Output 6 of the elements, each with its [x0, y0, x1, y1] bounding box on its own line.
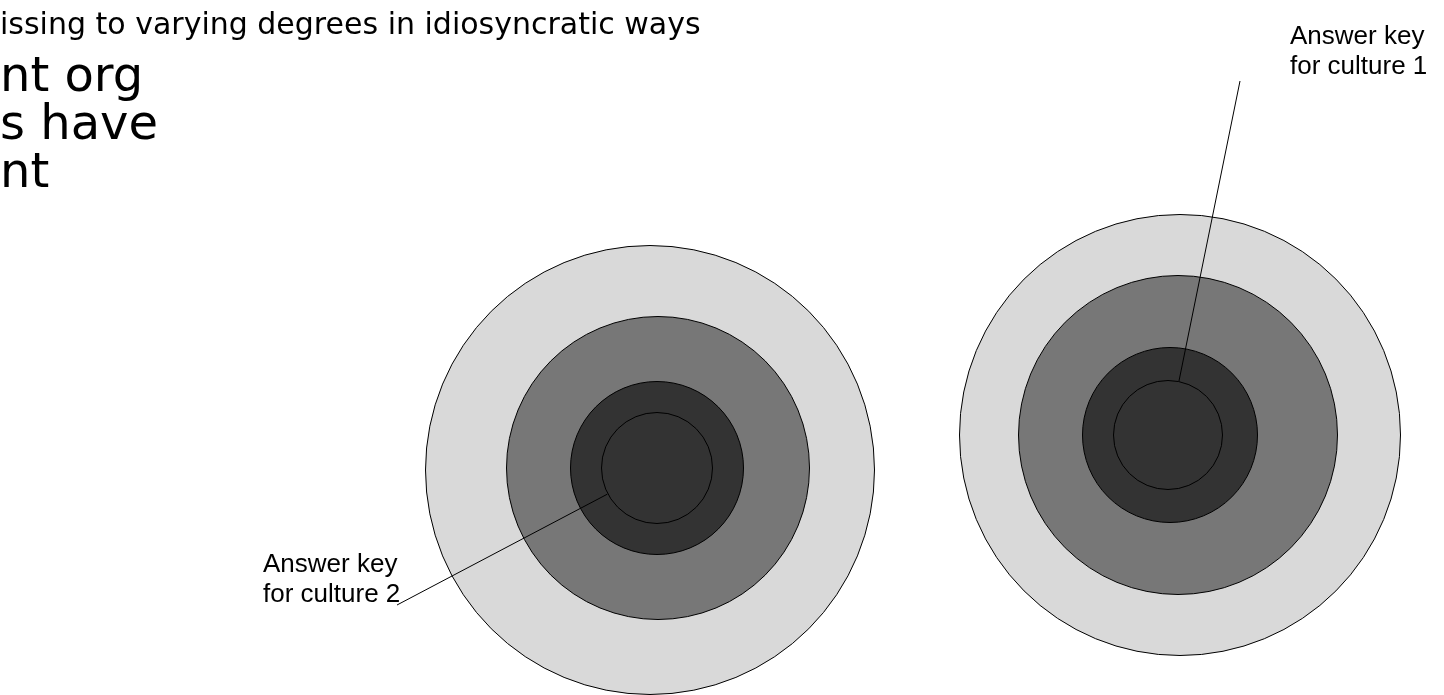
leader-line	[396, 493, 608, 606]
heading-text: issing to varying degrees in idiosyncratic ways	[0, 5, 702, 43]
leader-line	[1178, 80, 1241, 382]
body-text: nt org s have nt	[0, 50, 160, 194]
callout-label: Answer key for culture 1	[1290, 20, 1440, 80]
callout-label: Answer key for culture 2	[263, 548, 413, 608]
